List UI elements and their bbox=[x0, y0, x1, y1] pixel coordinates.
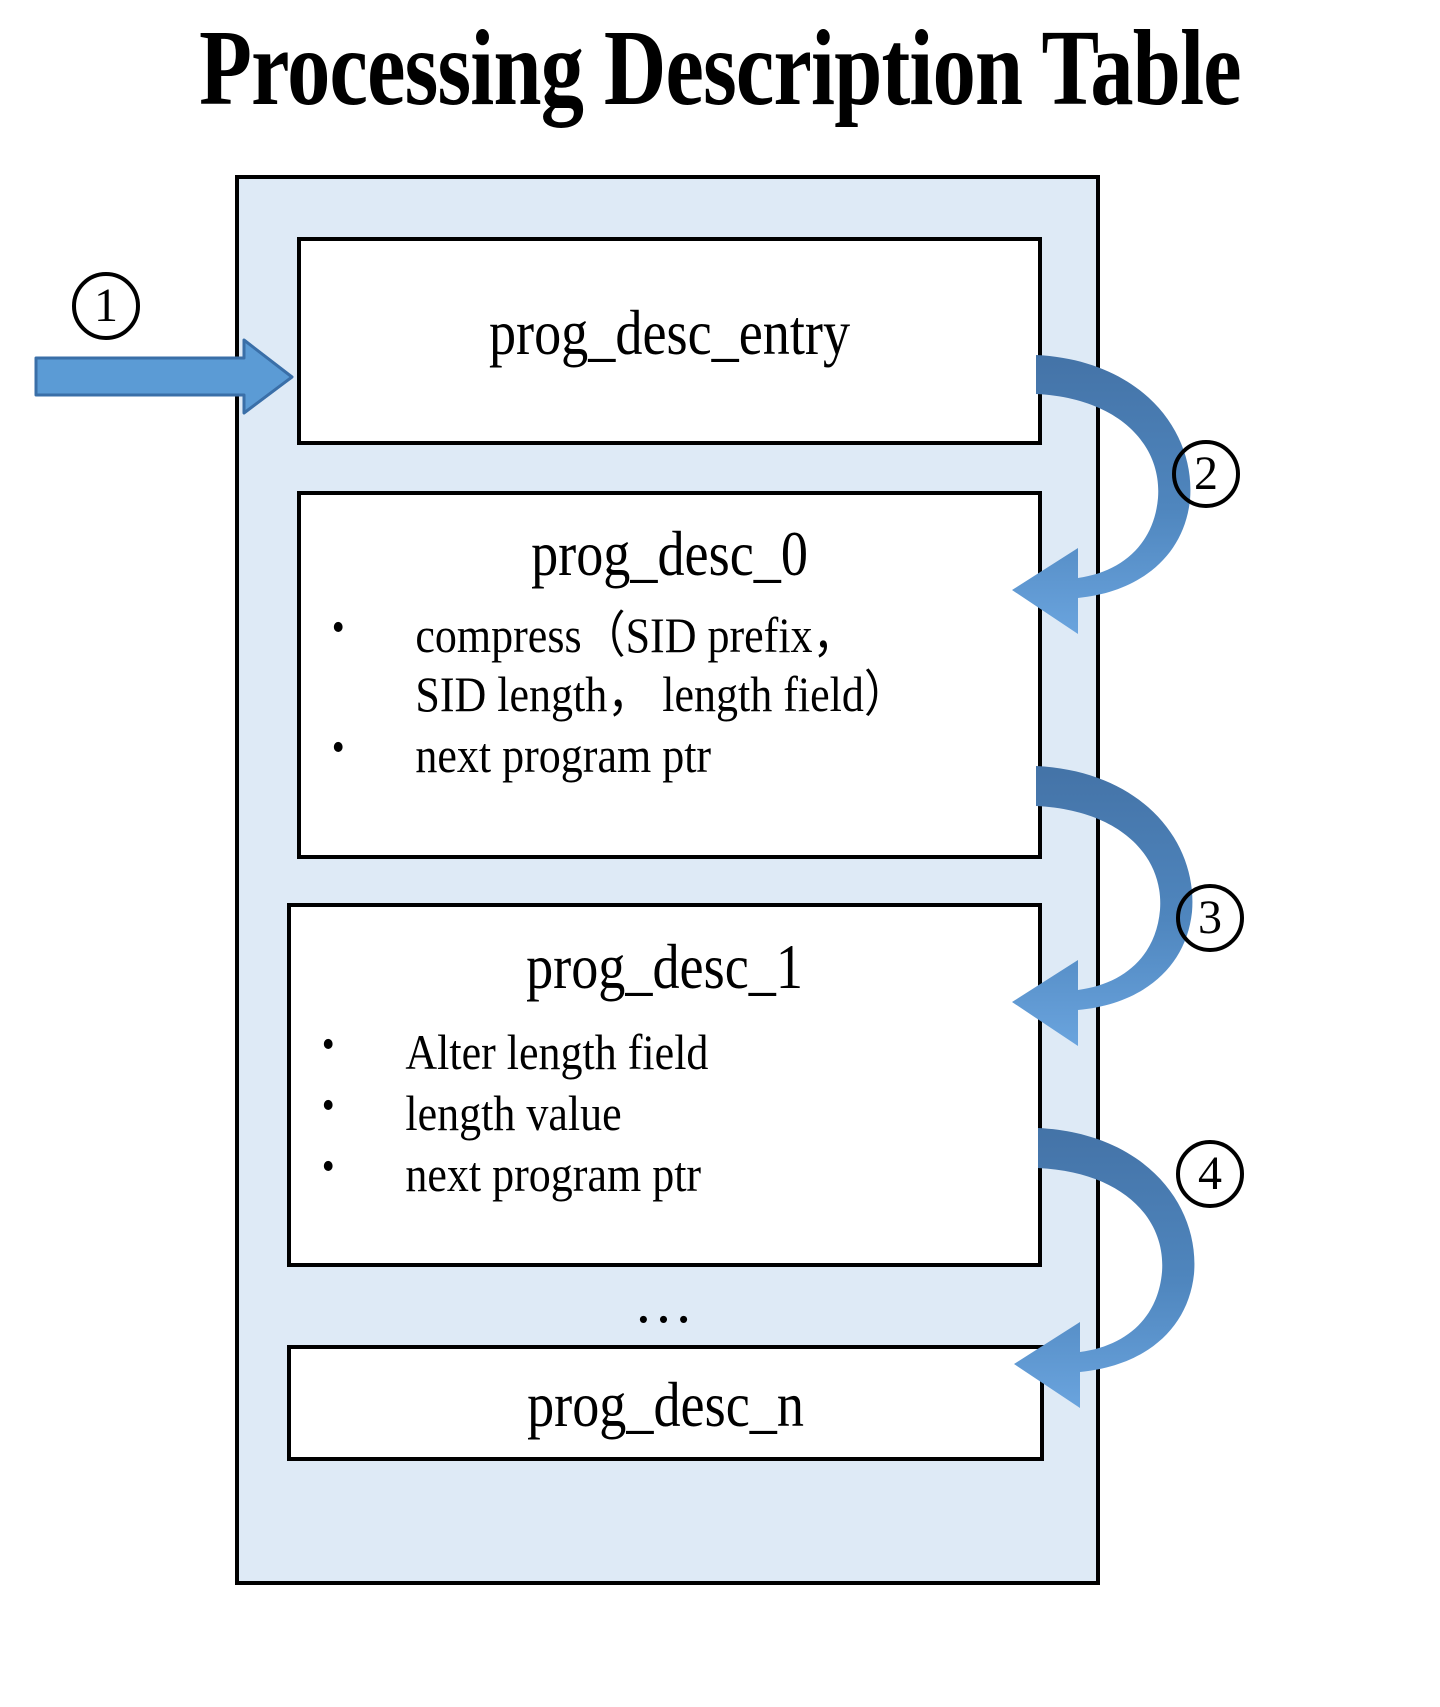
step-number-4: 4 bbox=[1176, 1140, 1244, 1208]
step-number-1: 1 bbox=[72, 272, 140, 340]
prog-desc-1-bullet-list: Alter length field length value next pro… bbox=[291, 1021, 1038, 1204]
ellipsis-separator: … bbox=[633, 1269, 698, 1335]
page-title: Processing Description Table bbox=[199, 9, 1241, 128]
list-item: next program ptr bbox=[291, 1143, 948, 1204]
step-number-3: 3 bbox=[1176, 884, 1244, 952]
prog-desc-entry-box[interactable]: prog_desc_entry bbox=[297, 237, 1042, 445]
prog-desc-0-box[interactable]: prog_desc_0 compress（SID prefix， SID len… bbox=[297, 491, 1042, 859]
list-item: compress（SID prefix， SID length， length … bbox=[301, 604, 950, 724]
prog-desc-1-title: prog_desc_1 bbox=[526, 932, 803, 1002]
prog-desc-1-box[interactable]: prog_desc_1 Alter length field length va… bbox=[287, 903, 1042, 1267]
list-item: Alter length field bbox=[291, 1021, 948, 1082]
prog-desc-n-box[interactable]: prog_desc_n bbox=[287, 1345, 1044, 1461]
prog-desc-entry-title: prog_desc_entry bbox=[488, 298, 851, 368]
list-item: next program ptr bbox=[301, 724, 950, 785]
list-item: length value bbox=[291, 1082, 948, 1143]
prog-desc-n-title: prog_desc_n bbox=[527, 1370, 804, 1440]
prog-desc-0-title: prog_desc_0 bbox=[531, 519, 808, 589]
prog-desc-0-bullet-list: compress（SID prefix， SID length， length … bbox=[301, 604, 1038, 785]
step-number-2: 2 bbox=[1172, 440, 1240, 508]
